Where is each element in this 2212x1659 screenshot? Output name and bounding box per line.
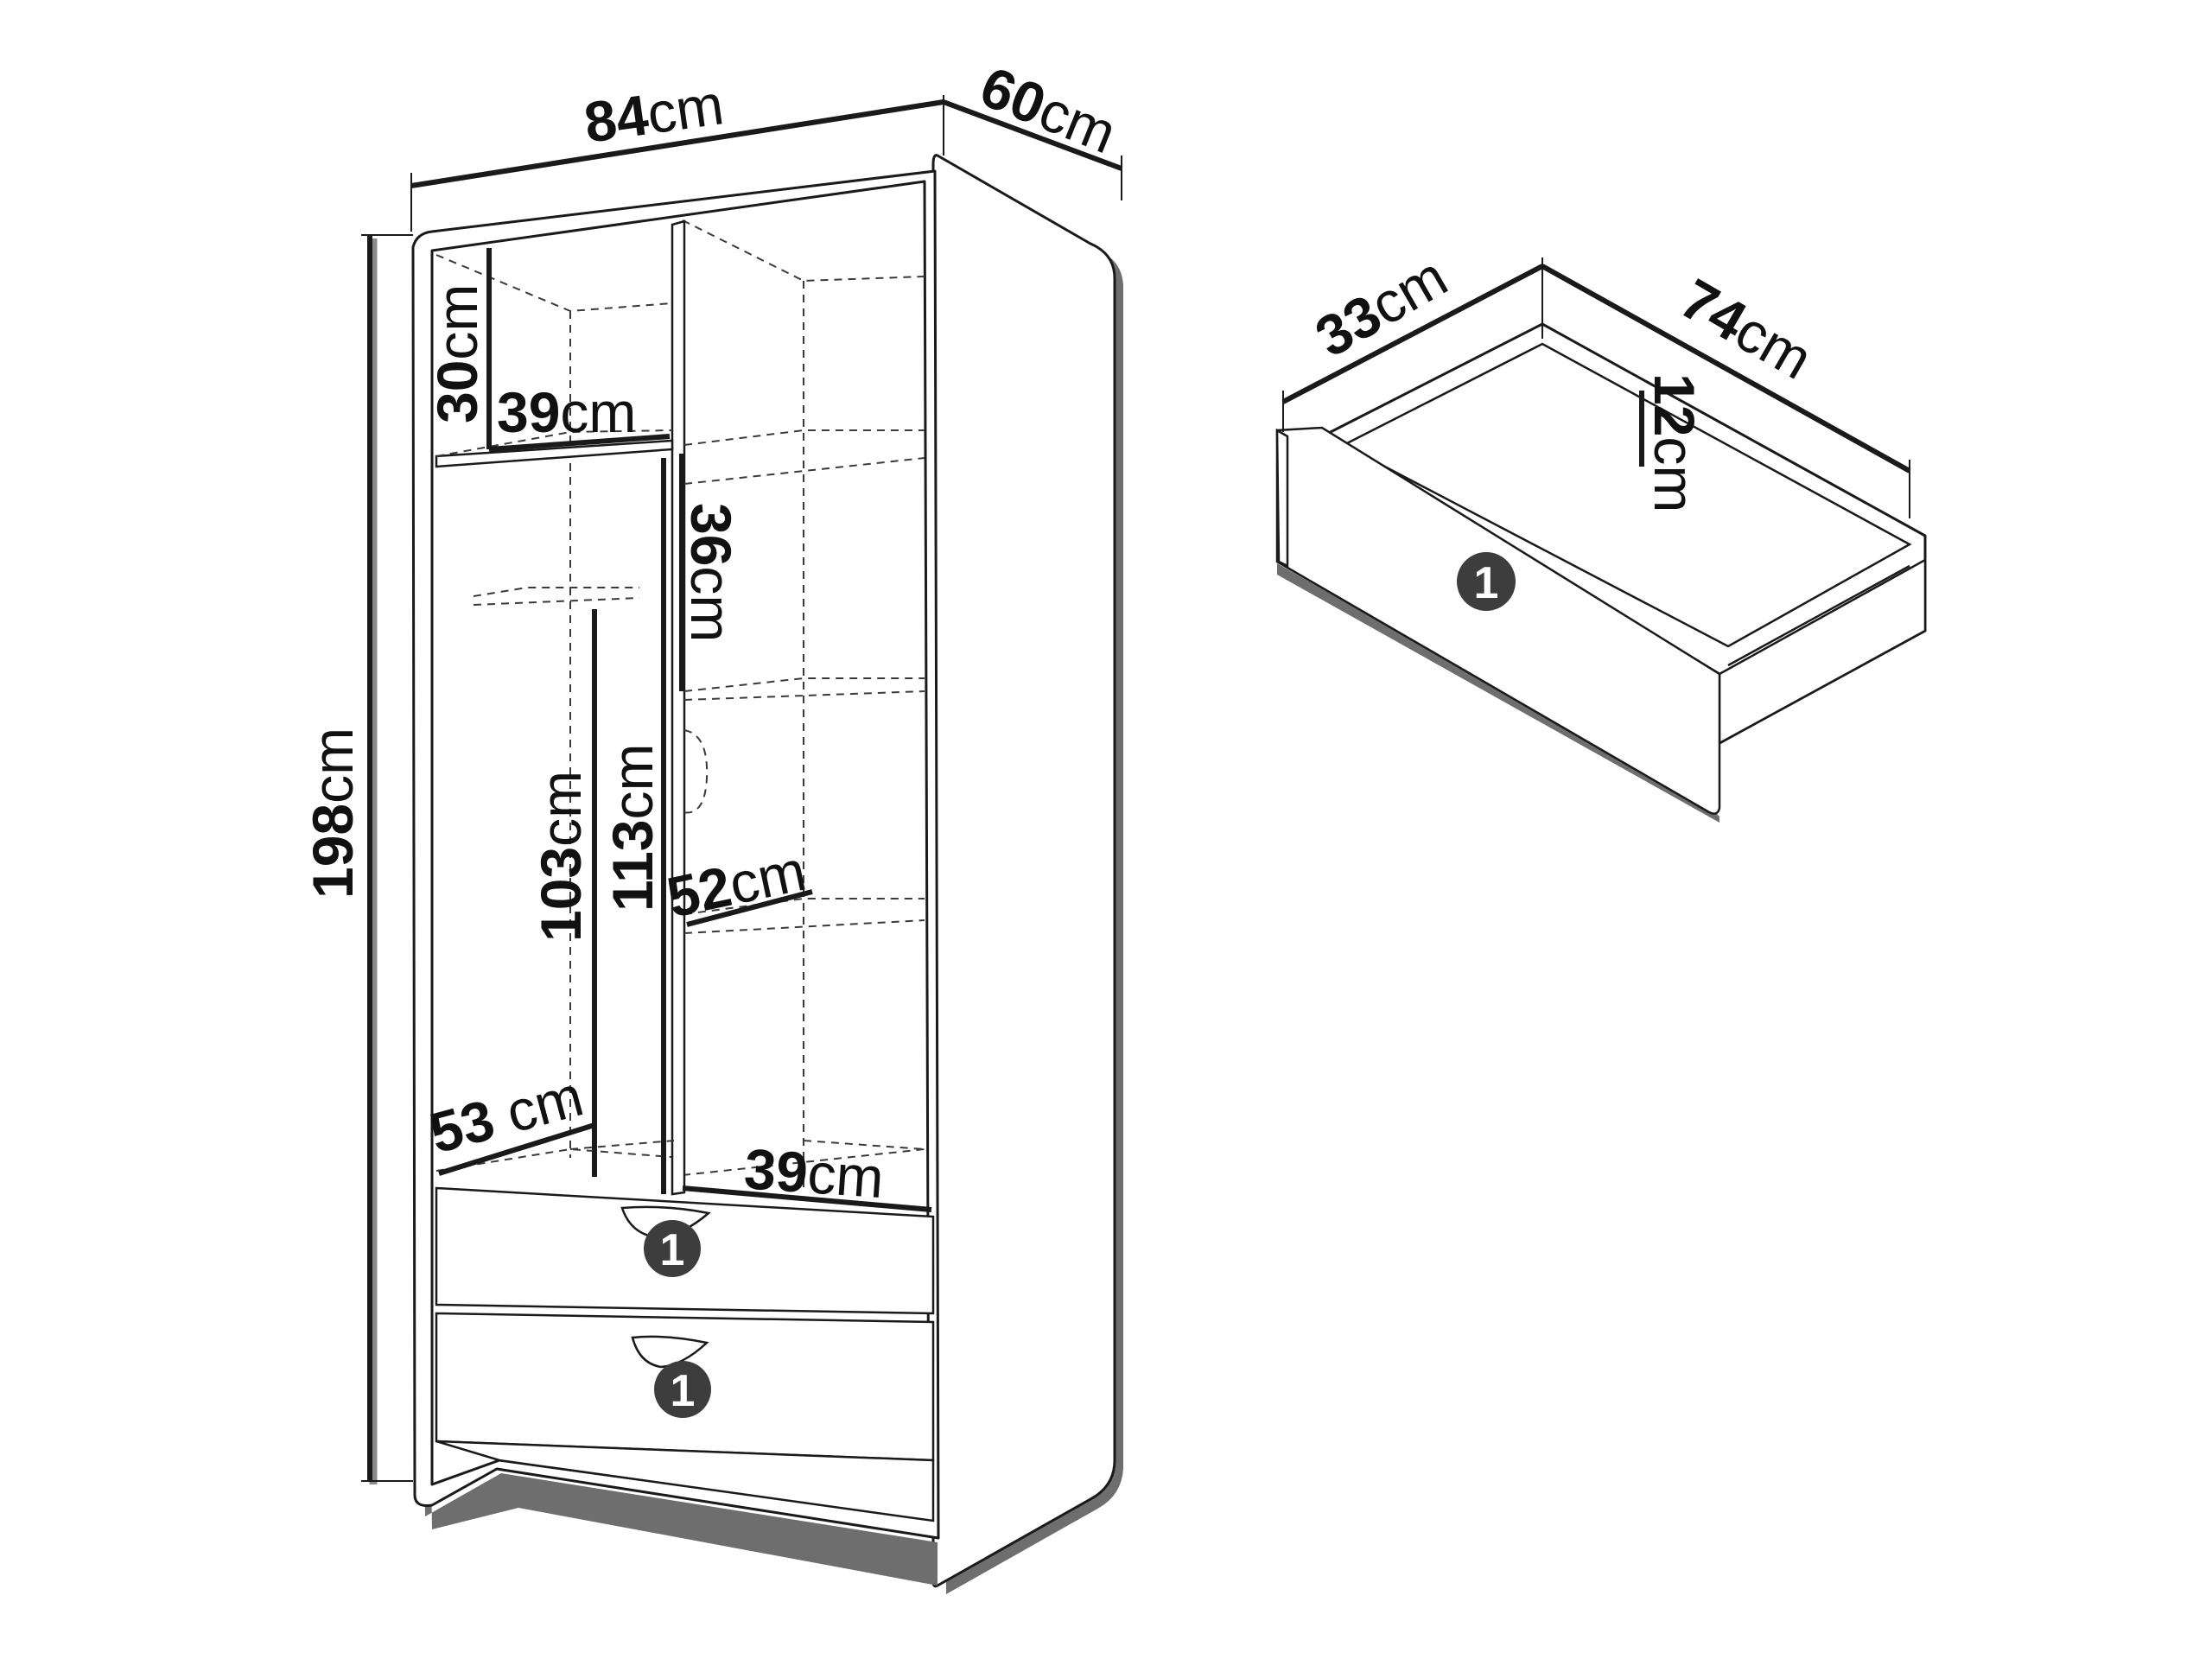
- svg-text:1: 1: [660, 1225, 685, 1275]
- wardrobe-shelf-right-3: [683, 898, 925, 934]
- label-hanging-a: 103cm: [529, 771, 593, 942]
- dim-drawer-width-line: [1541, 264, 1911, 474]
- dim-bottom-right-line: [682, 1185, 932, 1212]
- dim-depth-line: [942, 99, 1123, 171]
- badge-drawer-bottom: 1: [654, 1361, 711, 1418]
- wardrobe-side-panel: [931, 154, 1116, 1588]
- drawer-bottom-handle[interactable]: [631, 1335, 709, 1369]
- svg-text:1: 1: [1474, 558, 1499, 608]
- wardrobe-shelf-top-left: [435, 439, 674, 468]
- wardrobe-dimension-lines: [361, 95, 1123, 1484]
- label-height: 198cm: [301, 728, 365, 899]
- badge-drawer-detail: 1: [1457, 552, 1516, 611]
- label-bottom-right: 39cm: [742, 1136, 886, 1210]
- svg-text:1: 1: [671, 1366, 696, 1416]
- drawer-detail-drawing: [1275, 257, 1927, 823]
- wardrobe-shelf-right-2: [683, 677, 925, 701]
- wardrobe-hanging-rail: [473, 587, 640, 606]
- dim-drawer-depth-line: [1281, 264, 1544, 404]
- label-drawer-height: 12cm: [1643, 373, 1707, 512]
- wardrobe-back-dashes: [435, 219, 925, 1192]
- label-right-shelf-height: 36cm: [679, 503, 743, 642]
- dim-right-shelf-depth-line: [686, 889, 813, 927]
- label-right-shelf-depth: 52cm: [662, 838, 811, 930]
- wardrobe-shelf-right-1: [683, 429, 925, 485]
- wardrobe-center-divider: [671, 219, 686, 1196]
- door-pull-outline: [682, 729, 709, 814]
- dim-top-shelf-width-line: [488, 434, 671, 452]
- badge-drawer-top: 1: [644, 1220, 701, 1277]
- label-depth: 60cm: [972, 54, 1125, 165]
- label-top-shelf-height: 30cm: [425, 284, 489, 423]
- wardrobe-shelf-top-left-back: [435, 429, 673, 457]
- drawer-front-panel[interactable]: [1275, 426, 1721, 815]
- dim-width-line: [410, 99, 944, 188]
- dim-bottom-left-line: [438, 1122, 595, 1176]
- label-width: 84cm: [581, 72, 728, 155]
- drawer-inner-bottom: [1341, 342, 1912, 648]
- wardrobe-bottom-back: [569, 1140, 925, 1150]
- label-top-shelf-width: 39cm: [497, 380, 636, 444]
- wardrobe-plinth: [435, 1440, 935, 1522]
- label-hanging-b: 113cm: [601, 744, 664, 912]
